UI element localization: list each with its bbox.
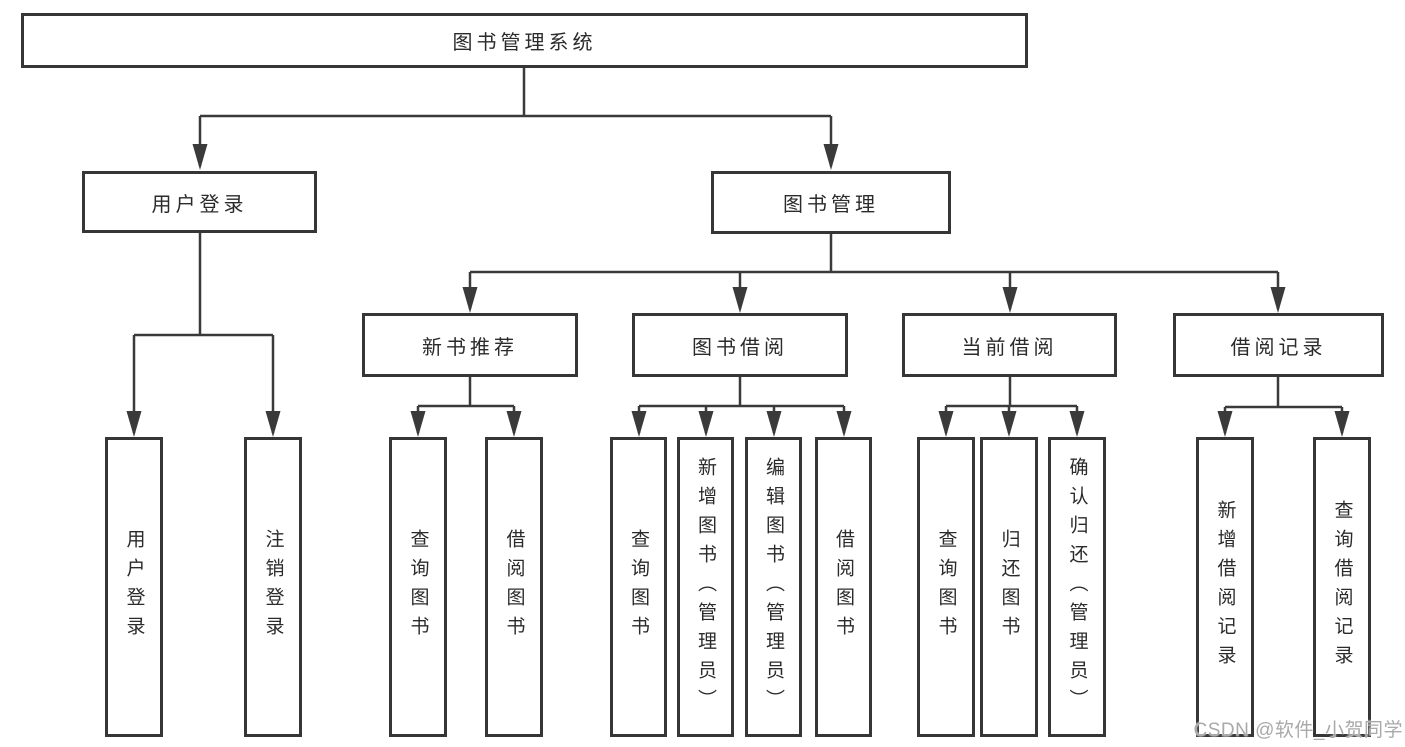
watermark: CSDN @软件_小贺同学 [1193, 720, 1403, 741]
node-book-management-label: 图书管理 [783, 194, 879, 216]
leaf-query-borrow-record-label: 查询借阅记录 [1331, 500, 1353, 674]
node-root-system: 图书管理系统 [21, 13, 1028, 68]
leaf-query-books-recommend-label: 查询图书 [407, 529, 429, 645]
leaf-query-books-borrow-label: 查询图书 [628, 529, 649, 645]
node-root-label: 图书管理系统 [452, 32, 597, 54]
leaf-confirm-return-admin: 确认归还（管理员） [1048, 437, 1106, 737]
node-book-management: 图书管理 [711, 171, 951, 234]
leaf-confirm-return-admin-label: 确认归还（管理员） [1066, 456, 1088, 718]
leaf-logout-label: 注销登录 [262, 529, 284, 645]
node-borrow-records-label: 借阅记录 [1230, 336, 1327, 359]
arrowheads [126, 144, 1350, 437]
leaf-return-books-label: 归还图书 [998, 529, 1020, 645]
leaf-logout: 注销登录 [244, 437, 302, 737]
leaf-query-borrow-record: 查询借阅记录 [1313, 437, 1371, 737]
node-new-book-recommend: 新书推荐 [362, 313, 578, 377]
leaf-query-books-recommend: 查询图书 [389, 437, 447, 737]
leaf-user-login: 用户登录 [105, 437, 163, 737]
node-user-login: 用户登录 [82, 171, 317, 233]
leaf-add-borrow-record-label: 新增借阅记录 [1214, 500, 1236, 674]
leaf-return-books: 归还图书 [980, 437, 1038, 737]
node-user-login-label: 用户登录 [151, 193, 248, 216]
leaf-query-books-current: 查询图书 [917, 437, 975, 737]
leaf-borrow-books-recommend: 借阅图书 [485, 437, 543, 737]
leaf-edit-books-admin-label: 编辑图书（管理员） [763, 456, 784, 718]
leaf-query-books-borrow: 查询图书 [610, 437, 667, 737]
leaf-user-login-label: 用户登录 [123, 529, 145, 645]
node-current-borrowing: 当前借阅 [902, 313, 1117, 377]
node-current-borrowing-label: 当前借阅 [961, 336, 1058, 359]
node-book-borrowing-label: 图书借阅 [692, 336, 788, 359]
node-borrow-records: 借阅记录 [1173, 313, 1384, 377]
node-book-borrowing: 图书借阅 [632, 313, 848, 377]
leaf-borrow-books-recommend-label: 借阅图书 [503, 529, 525, 645]
leaf-edit-books-admin: 编辑图书（管理员） [745, 437, 802, 737]
leaf-add-books-admin: 新增图书（管理员） [677, 437, 734, 737]
leaf-query-books-current-label: 查询图书 [935, 529, 957, 645]
node-new-book-recommend-label: 新书推荐 [422, 336, 518, 359]
leaf-add-borrow-record: 新增借阅记录 [1196, 437, 1254, 737]
leaf-borrow-books: 借阅图书 [815, 437, 872, 737]
leaf-add-books-admin-label: 新增图书（管理员） [695, 456, 716, 718]
leaf-borrow-books-label: 借阅图书 [833, 529, 854, 645]
